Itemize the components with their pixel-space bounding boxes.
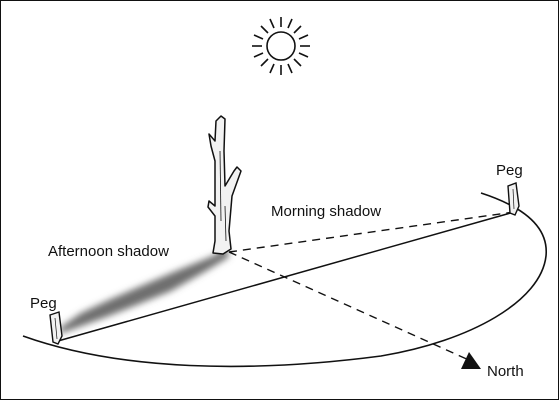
peg-icon (49, 311, 63, 345)
north-line (228, 251, 472, 362)
afternoon-shadow-label: Afternoon shadow (48, 243, 169, 260)
morning-shadow-label: Morning shadow (271, 203, 382, 220)
ground-curve (22, 192, 547, 368)
stick-icon (207, 115, 242, 255)
arrowhead-icon (461, 352, 481, 369)
afternoon-shadow (59, 247, 229, 334)
north-label: North (487, 363, 524, 380)
peg-icon (507, 182, 520, 216)
east-west-line (57, 211, 515, 342)
peg-label-right: Peg (496, 162, 523, 179)
sun-icon (252, 17, 310, 75)
peg-label-left: Peg (30, 295, 57, 312)
morning-shadow-line (228, 211, 515, 253)
